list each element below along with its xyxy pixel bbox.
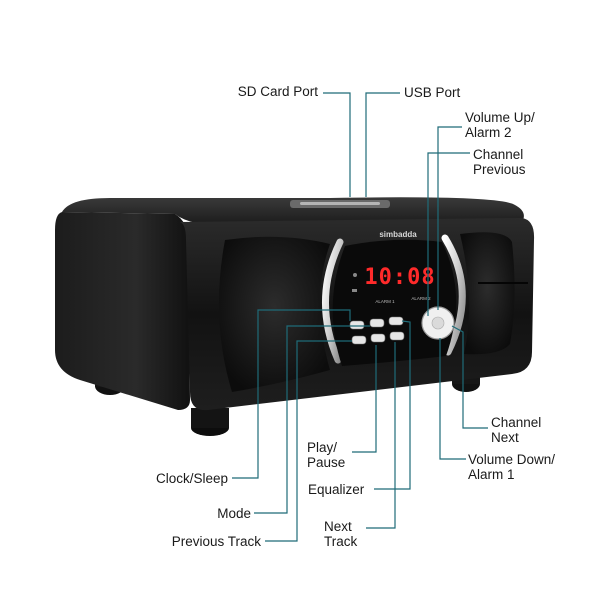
volume-down-label: Volume Down/ Alarm 1 — [468, 452, 556, 482]
chrome-ring-left — [322, 238, 344, 364]
leader-channel-next — [451, 325, 488, 429]
led-indicator-icon-2 — [352, 289, 357, 292]
center-panel — [332, 239, 457, 366]
leader-volume-down — [439, 338, 466, 460]
leader-clock-sleep — [232, 309, 351, 479]
leader-lines — [232, 92, 488, 542]
speaker-top — [62, 197, 524, 226]
navigation-wheel-center — [431, 316, 445, 330]
sd-card-port-label: SD Card Port — [237, 84, 318, 99]
brand-label: simbadda — [379, 230, 417, 239]
mode-label: Mode — [217, 506, 251, 521]
play-pause-button[interactable] — [370, 333, 386, 343]
volume-up-label: Volume Up/ Alarm 2 — [465, 110, 535, 140]
leader-volume-up — [437, 126, 462, 310]
play-pause-label: Play/ Pause — [307, 440, 346, 470]
leader-mode — [254, 325, 370, 514]
top-port-slot-inner — [300, 202, 380, 205]
leader-play-pause — [352, 345, 377, 453]
next-track-button[interactable] — [389, 331, 405, 341]
leader-channel-previous — [427, 152, 470, 316]
channel-next-label: Channel Next — [491, 415, 542, 445]
speaker-body: simbadda 10:08 ALARM 1 ALARM 2 — [55, 197, 535, 436]
grill-left — [218, 236, 330, 392]
leader-usb-port — [365, 92, 400, 197]
grill-right — [460, 232, 515, 355]
channel-previous-label: Channel Previous — [473, 147, 526, 177]
leader-sd-card-port — [323, 92, 351, 197]
mode-button[interactable] — [369, 318, 385, 328]
leader-equalizer — [374, 320, 411, 490]
next-track-label: Next Track — [324, 519, 358, 549]
led-clock-display: 10:08 — [364, 265, 435, 290]
leader-previous-track — [265, 340, 352, 542]
clock-sleep-button[interactable] — [349, 320, 365, 330]
speaker-side — [55, 212, 190, 410]
led-indicator-icon — [353, 273, 357, 277]
chrome-ring-right — [441, 234, 466, 356]
equalizer-label: Equalizer — [308, 482, 365, 497]
previous-track-button[interactable] — [351, 335, 367, 345]
clock-sleep-label: Clock/Sleep — [155, 471, 228, 486]
equalizer-button[interactable] — [388, 316, 404, 326]
usb-port-label: USB Port — [404, 85, 461, 100]
alarm2-label: ALARM 2 — [411, 296, 431, 301]
leader-next-track — [366, 342, 396, 529]
foot-front-left-block — [191, 408, 229, 428]
alarm1-label: ALARM 1 — [375, 299, 395, 304]
previous-track-label: Previous Track — [171, 534, 261, 549]
